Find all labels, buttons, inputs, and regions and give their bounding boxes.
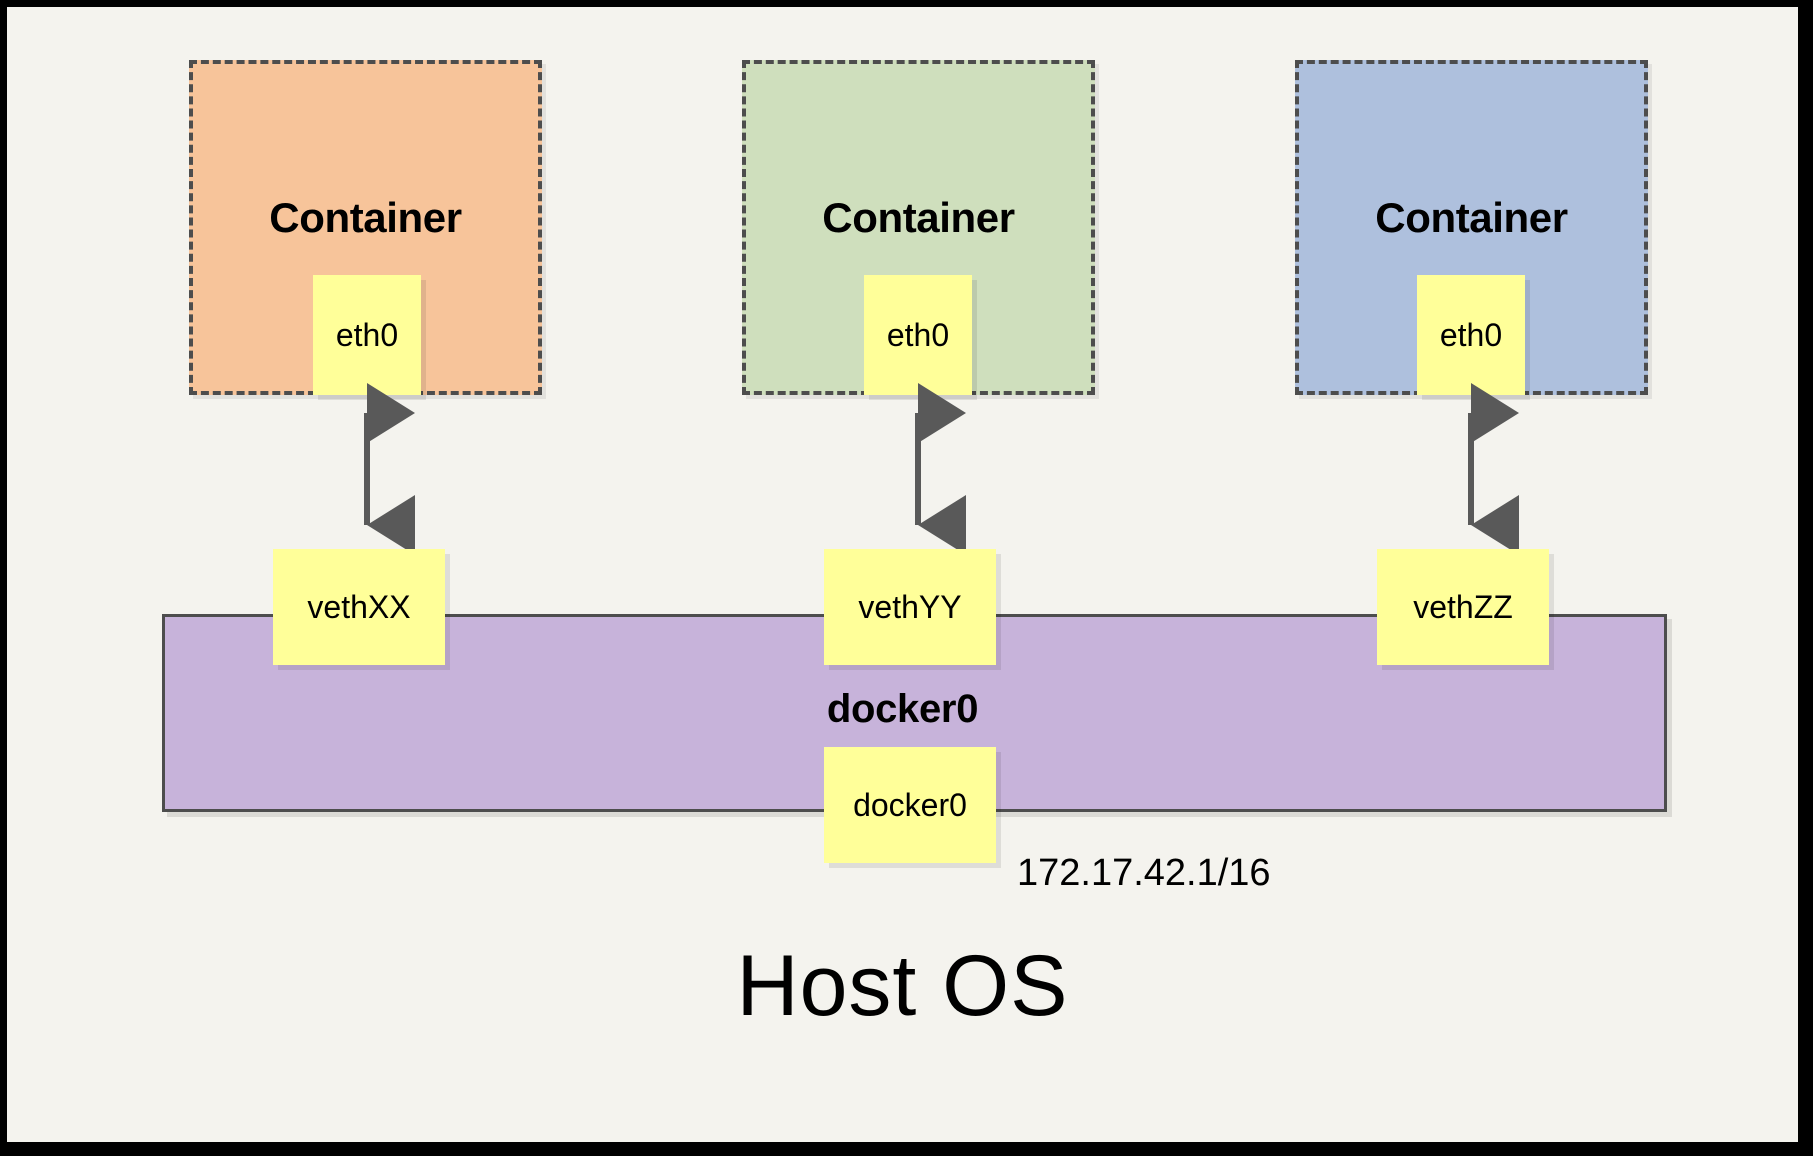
veth-label-2: vethYY bbox=[858, 589, 962, 625]
container-label-1: Container bbox=[269, 194, 462, 241]
docker0-interface-box: docker0 bbox=[824, 747, 996, 863]
diagram-page: Container eth0 Container eth0 Container … bbox=[7, 7, 1798, 1142]
arrow-container-1-to-veth bbox=[364, 383, 415, 555]
veth-box-1: vethXX bbox=[273, 549, 445, 665]
eth0-label-3: eth0 bbox=[1439, 317, 1503, 353]
eth0-label-2: eth0 bbox=[886, 317, 950, 353]
veth-box-3: vethZZ bbox=[1377, 549, 1549, 665]
container-label-2: Container bbox=[822, 194, 1015, 241]
arrow-container-3-to-veth bbox=[1468, 383, 1519, 555]
eth0-box-2: eth0 bbox=[864, 275, 972, 395]
veth-label-1: vethXX bbox=[307, 589, 411, 625]
host-os-label: Host OS bbox=[736, 938, 1069, 1034]
docker0-interface-label: docker0 bbox=[853, 787, 967, 823]
veth-label-3: vethZZ bbox=[1413, 589, 1513, 625]
arrow-container-2-to-veth bbox=[915, 383, 966, 555]
docker0-ip-address: 172.17.42.1/16 bbox=[1017, 852, 1271, 894]
container-label-3: Container bbox=[1375, 194, 1568, 241]
docker0-bridge-label: docker0 bbox=[826, 687, 979, 731]
eth0-label-1: eth0 bbox=[335, 317, 399, 353]
eth0-box-1: eth0 bbox=[313, 275, 421, 395]
eth0-box-3: eth0 bbox=[1417, 275, 1525, 395]
veth-box-2: vethYY bbox=[824, 549, 996, 665]
